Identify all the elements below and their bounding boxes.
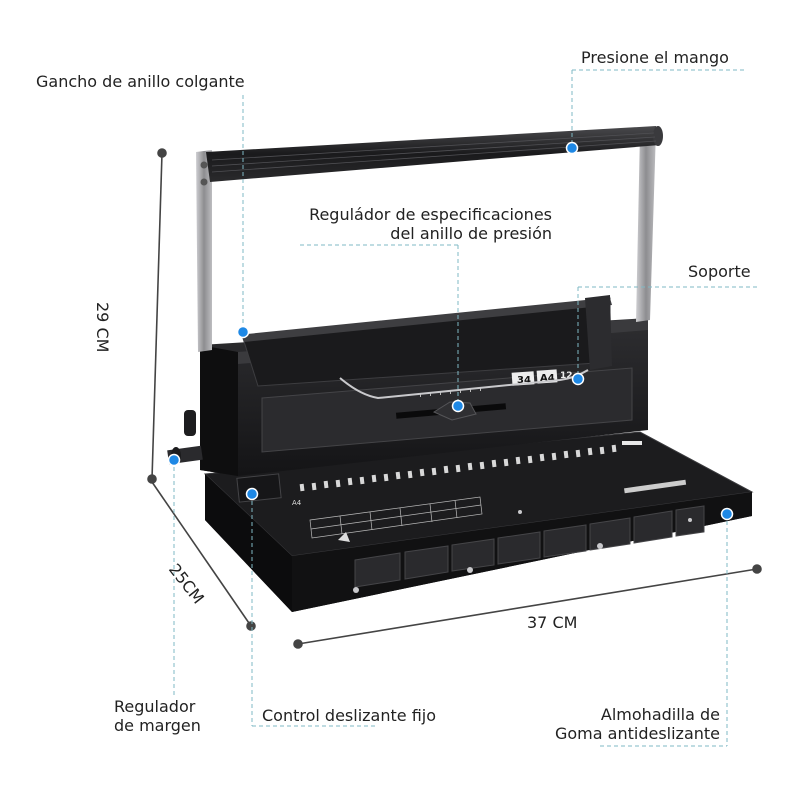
width-dimension-line [297,568,758,645]
dimension-lines [147,148,762,649]
label-support: Soporte [688,262,751,281]
height-dimension-end [147,474,157,484]
depth-dimension-end [246,621,256,631]
paper-guide-mark [622,441,642,445]
dot-margin [167,453,181,467]
dot-slider [245,487,259,501]
arm-pivot-bottom [200,178,208,186]
warning-triangle-icon [338,532,350,542]
label-hanging-ring-hook: Gancho de anillo colgante [36,72,245,91]
left-arm [196,150,212,352]
size-12-text: 12 [560,371,573,381]
depth-dimension-line [151,481,252,627]
label-margin-regulator: Regulador de margen [114,697,201,735]
label-margin-line2: de margen [114,716,201,735]
logo-plate [624,479,687,494]
label-margin-line1: Regulador [114,697,196,716]
spec-scale-ticks [420,387,481,397]
press-handle [206,126,663,182]
height-dimension-line [151,152,163,480]
front-block-row [354,505,705,588]
label-fixed-slider: Control deslizante fijo [262,706,437,725]
height-dimension-label: 29 CM [93,302,112,353]
width-dimension-end [752,564,762,574]
dot-pad [720,507,734,521]
fixed-slider-block [236,473,282,503]
handle-grip-ridges [211,132,657,173]
height-dimension-start [157,148,167,158]
dot-support [571,372,585,386]
dot-handle [565,141,579,155]
instruction-table [309,496,483,539]
punch-slot-row [299,444,617,492]
label-regulator-line2: del anillo de presión [390,224,552,243]
leader-lines [173,69,758,747]
label-press-handle: Presione el mango [581,48,729,67]
size-34-text: 34 [517,375,531,386]
arm-pivot-top [200,161,208,169]
label-pad-line2: Goma antideslizante [554,724,720,743]
right-arm [636,130,656,322]
dot-regulator [451,399,465,413]
width-dimension-start [293,639,303,649]
a4-mark: A4 [292,499,302,507]
label-anti-slip-pad: Almohadilla de Goma antideslizante [520,705,720,743]
width-dimension-label: 37 CM [527,613,578,632]
label-regulator: Reguládor de especificaciones del anillo… [270,205,552,243]
base-plate: A4 [203,431,754,612]
callout-dots [167,141,734,521]
support-cover [241,295,612,421]
screw-row [353,510,692,593]
size-a4-text: A4 [540,373,555,384]
label-regulator-line1: Reguládor de especificaciones [309,205,552,224]
side-lever-knob [184,410,196,436]
handle-arms [196,130,656,352]
label-pad-line1: Almohadilla de [600,705,720,724]
dot-hook [236,325,250,339]
